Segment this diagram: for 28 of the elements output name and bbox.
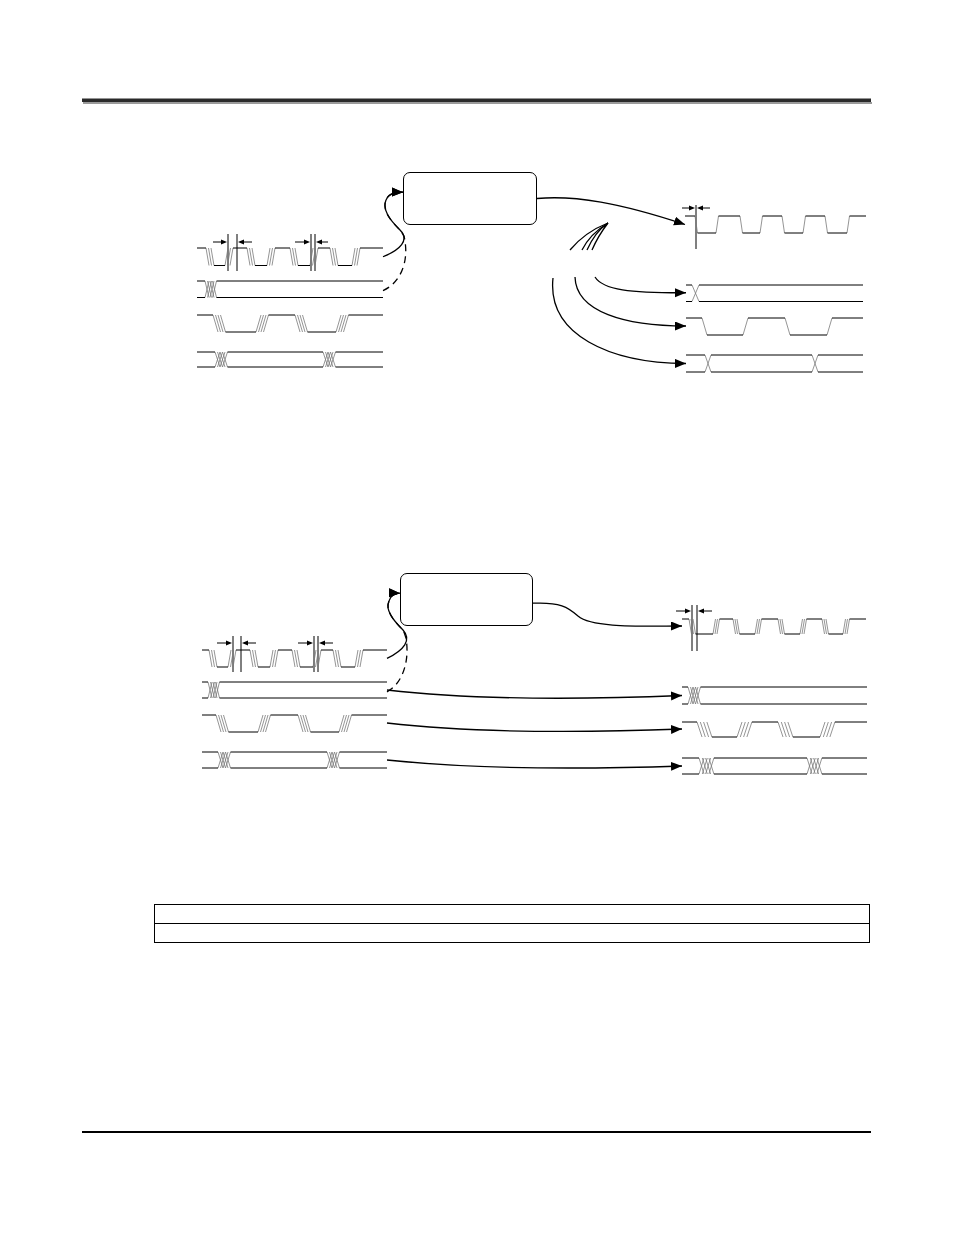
- clock-waveform: [197, 313, 383, 333]
- process-box: [400, 573, 533, 626]
- arrow: [552, 222, 687, 368]
- arrow: [386, 722, 683, 734]
- bus-waveform: [197, 279, 383, 298]
- clock-waveform: [682, 720, 867, 738]
- clock-waveform: [685, 215, 866, 234]
- bus-waveform: [682, 757, 867, 775]
- arrow: [574, 222, 687, 331]
- bus-waveform: [202, 751, 387, 769]
- arrow: [536, 197, 686, 226]
- process-box: [403, 172, 537, 225]
- bus-waveform: [686, 354, 863, 373]
- clock-waveform: [686, 316, 863, 336]
- clock-waveform: [197, 247, 383, 267]
- bus-waveform: [686, 283, 863, 302]
- arrow: [532, 602, 683, 631]
- dashed-arrow: [382, 187, 407, 292]
- arrow: [586, 222, 687, 298]
- bus-waveform: [682, 686, 867, 705]
- bus-waveform: [202, 681, 387, 699]
- bus-waveform: [197, 351, 383, 368]
- arrow: [386, 689, 683, 701]
- clock-waveform: [682, 617, 866, 635]
- arrow: [386, 759, 683, 771]
- clock-waveform: [202, 713, 387, 733]
- clock-waveform: [202, 648, 387, 668]
- dashed-arrow: [386, 588, 408, 693]
